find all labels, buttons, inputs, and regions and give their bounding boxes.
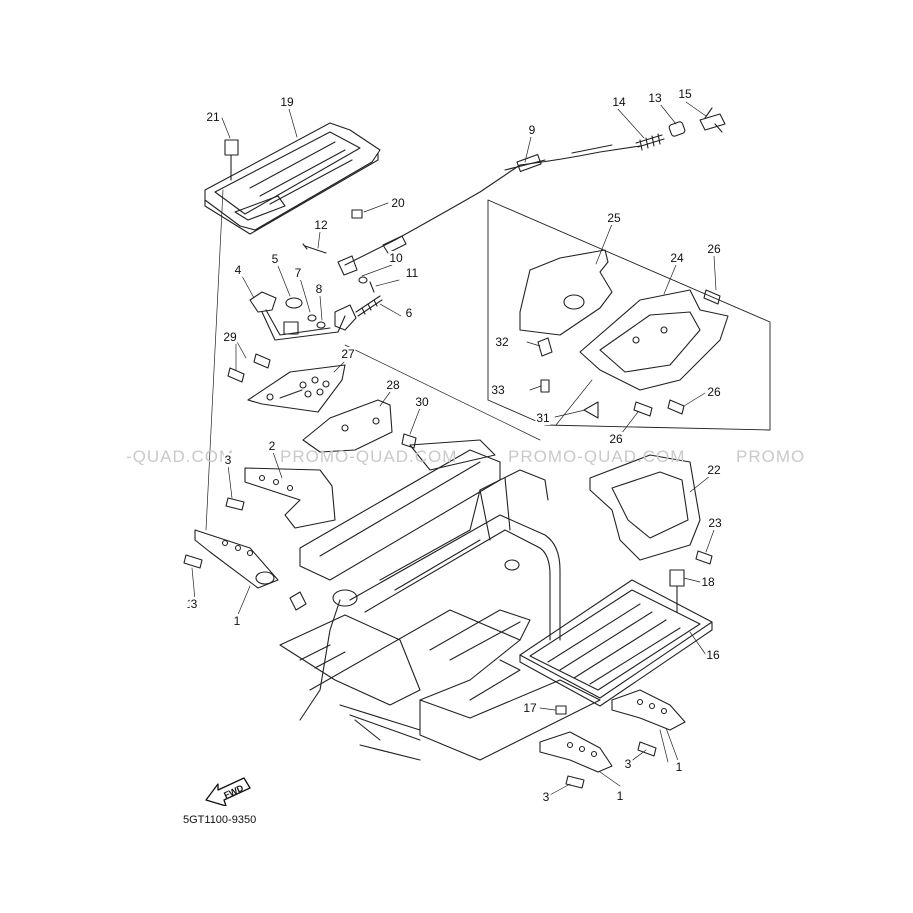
left-brackets	[194, 467, 336, 589]
leader-lines	[191, 101, 717, 797]
watermark-mid-2: PROMO-QUAD.COM	[508, 447, 686, 466]
callout-3a: 3	[223, 453, 233, 467]
callout-32: 32	[494, 335, 510, 349]
callout-1b: 1	[674, 760, 684, 774]
callout-6: 6	[404, 306, 414, 320]
heel-guard-plate	[247, 364, 346, 413]
callout-5: 5	[270, 252, 280, 266]
callout-3d: 3	[541, 790, 551, 804]
callout-18: 18	[700, 575, 716, 589]
right-guard-parts	[519, 249, 729, 561]
callout-33: 33	[490, 383, 506, 397]
callout-3b: 3	[189, 597, 199, 611]
watermark-mid-1: PROMO-QUAD.COM	[280, 447, 458, 466]
callout-26b: 26	[706, 385, 722, 399]
callout-24: 24	[669, 251, 685, 265]
callout-10: 10	[388, 251, 404, 265]
watermark-left: -QUAD.COM	[126, 447, 235, 466]
forward-arrow-icon: FWD	[205, 777, 251, 806]
callout-1a: 1	[232, 614, 242, 628]
callout-27: 27	[340, 347, 356, 361]
bolts-and-nuts	[183, 139, 721, 789]
callout-19: 19	[279, 95, 295, 109]
callout-28: 28	[385, 378, 401, 392]
callout-23: 23	[707, 516, 723, 530]
callout-29: 29	[222, 330, 238, 344]
callout-21: 21	[205, 110, 221, 124]
callout-12: 12	[313, 218, 329, 232]
callout-13: 13	[647, 91, 663, 105]
callout-15: 15	[677, 87, 693, 101]
callout-3c: 3	[623, 757, 633, 771]
callout-25: 25	[606, 211, 622, 225]
callout-26a: 26	[706, 242, 722, 256]
watermark-right: PROMO	[736, 447, 806, 466]
adjuster-parts	[635, 107, 726, 151]
callout-4: 4	[233, 263, 243, 277]
callout-20: 20	[390, 196, 406, 210]
brake-cable	[344, 144, 641, 266]
callout-7: 7	[293, 266, 303, 280]
footrest-board-right	[519, 579, 713, 707]
small-hardware	[285, 243, 383, 329]
mud-guard-left	[302, 399, 393, 453]
callout-30: 30	[414, 395, 430, 409]
footrest-board-left	[204, 122, 381, 235]
callout-26c: 26	[608, 432, 624, 446]
callout-11: 11	[404, 266, 420, 280]
main-frame	[279, 439, 601, 761]
brake-pedal	[249, 291, 357, 341]
callout-2: 2	[267, 439, 277, 453]
callout-22: 22	[706, 463, 722, 477]
callout-17: 17	[522, 701, 538, 715]
callout-14: 14	[611, 95, 627, 109]
group-box	[487, 199, 771, 431]
callout-8: 8	[314, 282, 324, 296]
callout-9: 9	[527, 123, 537, 137]
callout-31: 31	[535, 411, 551, 425]
right-brackets	[539, 689, 686, 773]
callout-1c: 1	[615, 789, 625, 803]
callout-16: 16	[705, 648, 721, 662]
part-code: 5GT1100-9350	[183, 814, 257, 826]
